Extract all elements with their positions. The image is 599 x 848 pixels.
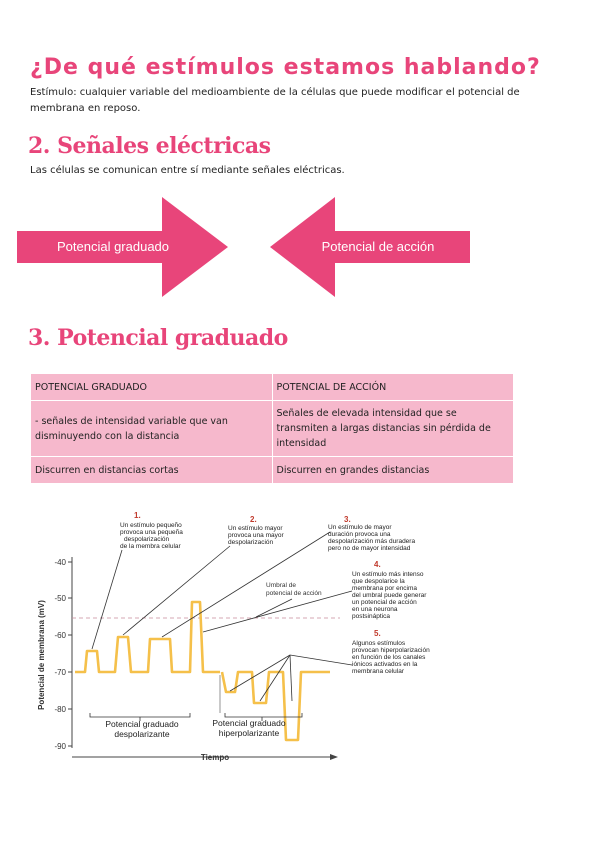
graded-potential-figure: -40 -50 -60 -70 -80 -90 Potencial de mem… [37,511,430,762]
table-cell: Discurren en distancias cortas [30,456,273,484]
section-heading-electrical-signals: 2. Señales eléctricas [28,133,271,159]
section-heading-stimuli: ¿De qué estímulos estamos hablando? [30,55,541,80]
arrow-left-label: Potencial de acción [322,239,435,254]
arrow-right-shape [17,197,228,297]
annotation-text: postsináptica [352,613,390,620]
annotation-text: Un estímulo pequeño [120,522,182,529]
y-tick-label: -60 [54,631,66,640]
table-header: POTENCIAL DE ACCIÓN [271,373,514,401]
y-ticks: -40 -50 -60 -70 -80 -90 [54,558,72,751]
table-cell: - señales de intensidad variable que van… [30,400,273,457]
stimulus-definition: Estímulo: cualquier variable del medioam… [30,87,520,114]
table-row: Discurren en distancias cortas Discurren… [30,456,514,484]
annotation-number: 5. [374,629,381,638]
section-heading-graded-potential: 3. Potencial graduado [28,325,288,351]
bracket-label-hyperpolarizing: hiperpolarizante [219,728,280,738]
annotation-text: de la membra celular [120,543,182,550]
x-axis-label: Tiempo [201,753,229,762]
y-tick-label: -80 [54,705,66,714]
electrical-signals-text: Las células se comunican entre sí median… [30,165,345,176]
y-tick-label: -70 [54,668,66,677]
annotation-text: despolarización [124,536,170,543]
table-row: - señales de intensidad variable que van… [30,400,514,457]
y-tick-label: -40 [54,558,66,567]
table-cell: Señales de elevada intensidad que se tra… [271,400,514,457]
annotation-text: Un estímulo de mayor [328,524,392,531]
table-header: POTENCIAL GRADUADO [30,373,273,401]
threshold-pointer [255,598,293,618]
y-tick-label: -90 [54,742,66,751]
annotation-text: duración provoca una [328,531,391,538]
annotation-number: 3. [344,515,351,524]
annotation-text: un potencial de acción [352,599,417,606]
annotation-text: iónicos activados en la [352,661,418,668]
bracket-label-depolarizing: despolarizante [114,729,170,739]
arrow-diagram: Potencial graduado Potencial de acción [17,197,470,297]
annotation-number: 1. [134,511,141,520]
threshold-label: potencial de acción [266,590,322,597]
annotation-text: pero no de mayor intensidad [328,545,411,552]
bracket-hyperpolarizing [224,713,303,721]
annotation-pointer-group [229,654,353,702]
y-axis-label: Potencial de membrana (mV) [37,600,46,710]
annotation-text: en una neurona [352,606,398,613]
annotation-text: del umbral puede generar [352,592,427,599]
annotation-text: Algunos estímulos [352,640,406,647]
x-axis-arrowhead [330,754,338,760]
annotation-pointer [91,549,123,650]
table-cell: Discurren en grandes distancias [271,456,514,484]
threshold-label: Umbral de [266,582,296,589]
annotation-text: Un estímulo mayor [228,525,283,532]
annotation-number: 4. [374,560,381,569]
annotation-text: membrana celular [352,668,405,675]
y-tick-label: -50 [54,594,66,603]
annotation-text: provoca una pequeña [120,529,183,536]
annotation-pointer [161,531,331,638]
annotation-text: que despolarice la [352,578,405,585]
table-header-row: POTENCIAL GRADUADO POTENCIAL DE ACCIÓN [30,373,514,401]
annotation-pointer [122,545,231,636]
annotation-number: 2. [250,515,257,524]
comparison-table: POTENCIAL GRADUADO POTENCIAL DE ACCIÓN -… [30,373,514,484]
membrane-potential-trace [75,600,330,742]
annotation-text: en función de los canales [352,654,426,661]
annotation-text: provocan hiperpolarización [352,647,430,654]
annotation-pointer [202,590,353,633]
arrow-right-label: Potencial graduado [57,239,169,254]
annotation-text: provoca una mayor [228,532,284,539]
bracket-depolarizing [89,713,191,721]
bracket-label-depolarizing: Potencial graduado [105,719,179,729]
arrow-left-shape [270,197,470,297]
annotation-text: despolarización más duradera [328,538,415,545]
bracket-label-hyperpolarizing: Potencial graduado [212,718,286,728]
annotation-text: despolarización [228,539,274,546]
annotation-text: Un estímulo más intenso [352,571,424,578]
annotation-text: membrana por encima [352,585,417,592]
